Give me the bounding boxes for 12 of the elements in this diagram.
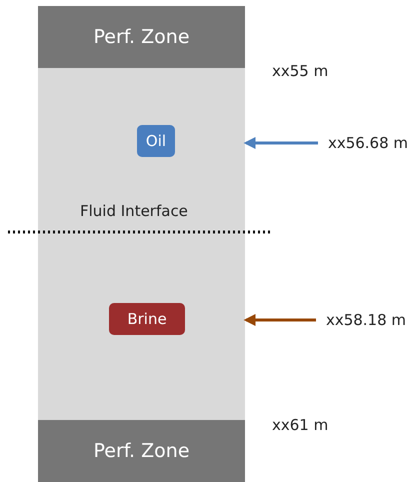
depth-label: xx58.18 m — [320, 309, 412, 331]
depth-label: xx56.68 m — [322, 132, 414, 154]
interface-label: Fluid Interface — [80, 202, 188, 220]
oil-box: Oil — [137, 125, 175, 157]
perforation-zone: Perf. Zone — [38, 6, 245, 68]
arrow — [244, 314, 316, 326]
depth-label: xx61 m — [272, 416, 328, 434]
brine-box: Brine — [109, 303, 185, 335]
well-column — [38, 6, 245, 482]
arrow — [244, 137, 318, 149]
depth-label: xx55 m — [272, 62, 328, 80]
perforation-zone: Perf. Zone — [38, 420, 245, 482]
